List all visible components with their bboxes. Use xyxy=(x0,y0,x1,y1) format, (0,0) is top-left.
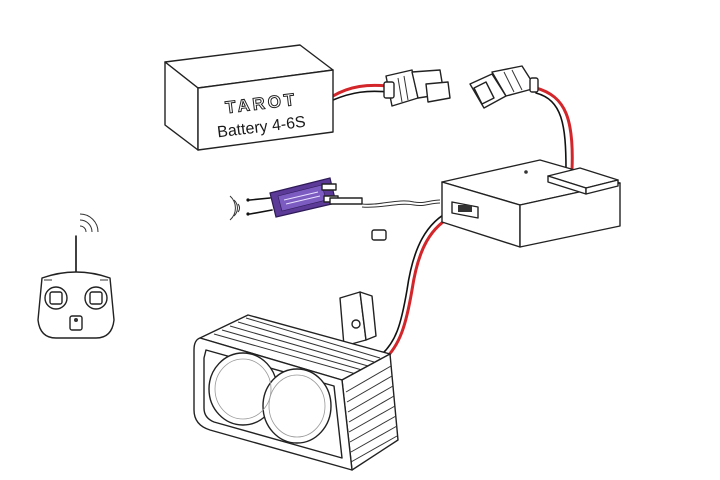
battery-pack: TAROT Battery 4-6S xyxy=(164,44,334,151)
connector-to-controller-wire xyxy=(534,86,574,172)
battery-to-connector-wire-black xyxy=(332,90,389,101)
rc-receiver xyxy=(246,177,363,218)
searchlight-unit xyxy=(193,314,399,471)
status-led xyxy=(524,170,528,174)
lens-right xyxy=(262,368,332,444)
transmitter-signal-icon xyxy=(79,213,99,233)
rc-transmitter xyxy=(37,235,115,339)
battery-to-connector-wire xyxy=(331,83,390,98)
xt60-plug-battery-side xyxy=(383,69,451,107)
receiver-signal-icon xyxy=(229,195,240,221)
heatsink-fins-top xyxy=(213,317,381,375)
controller-to-light-wire-black xyxy=(379,209,453,357)
connector-to-controller-wire-black xyxy=(535,92,567,171)
light-mount-clamp xyxy=(330,229,398,347)
heatsink-fins-side xyxy=(345,365,398,463)
receiver-signal-lead-2 xyxy=(361,202,441,208)
controller-to-light-wire xyxy=(382,212,458,362)
xt60-plug-controller-side xyxy=(469,65,539,109)
light-control-box xyxy=(441,159,621,248)
receiver-signal-lead xyxy=(361,199,441,205)
